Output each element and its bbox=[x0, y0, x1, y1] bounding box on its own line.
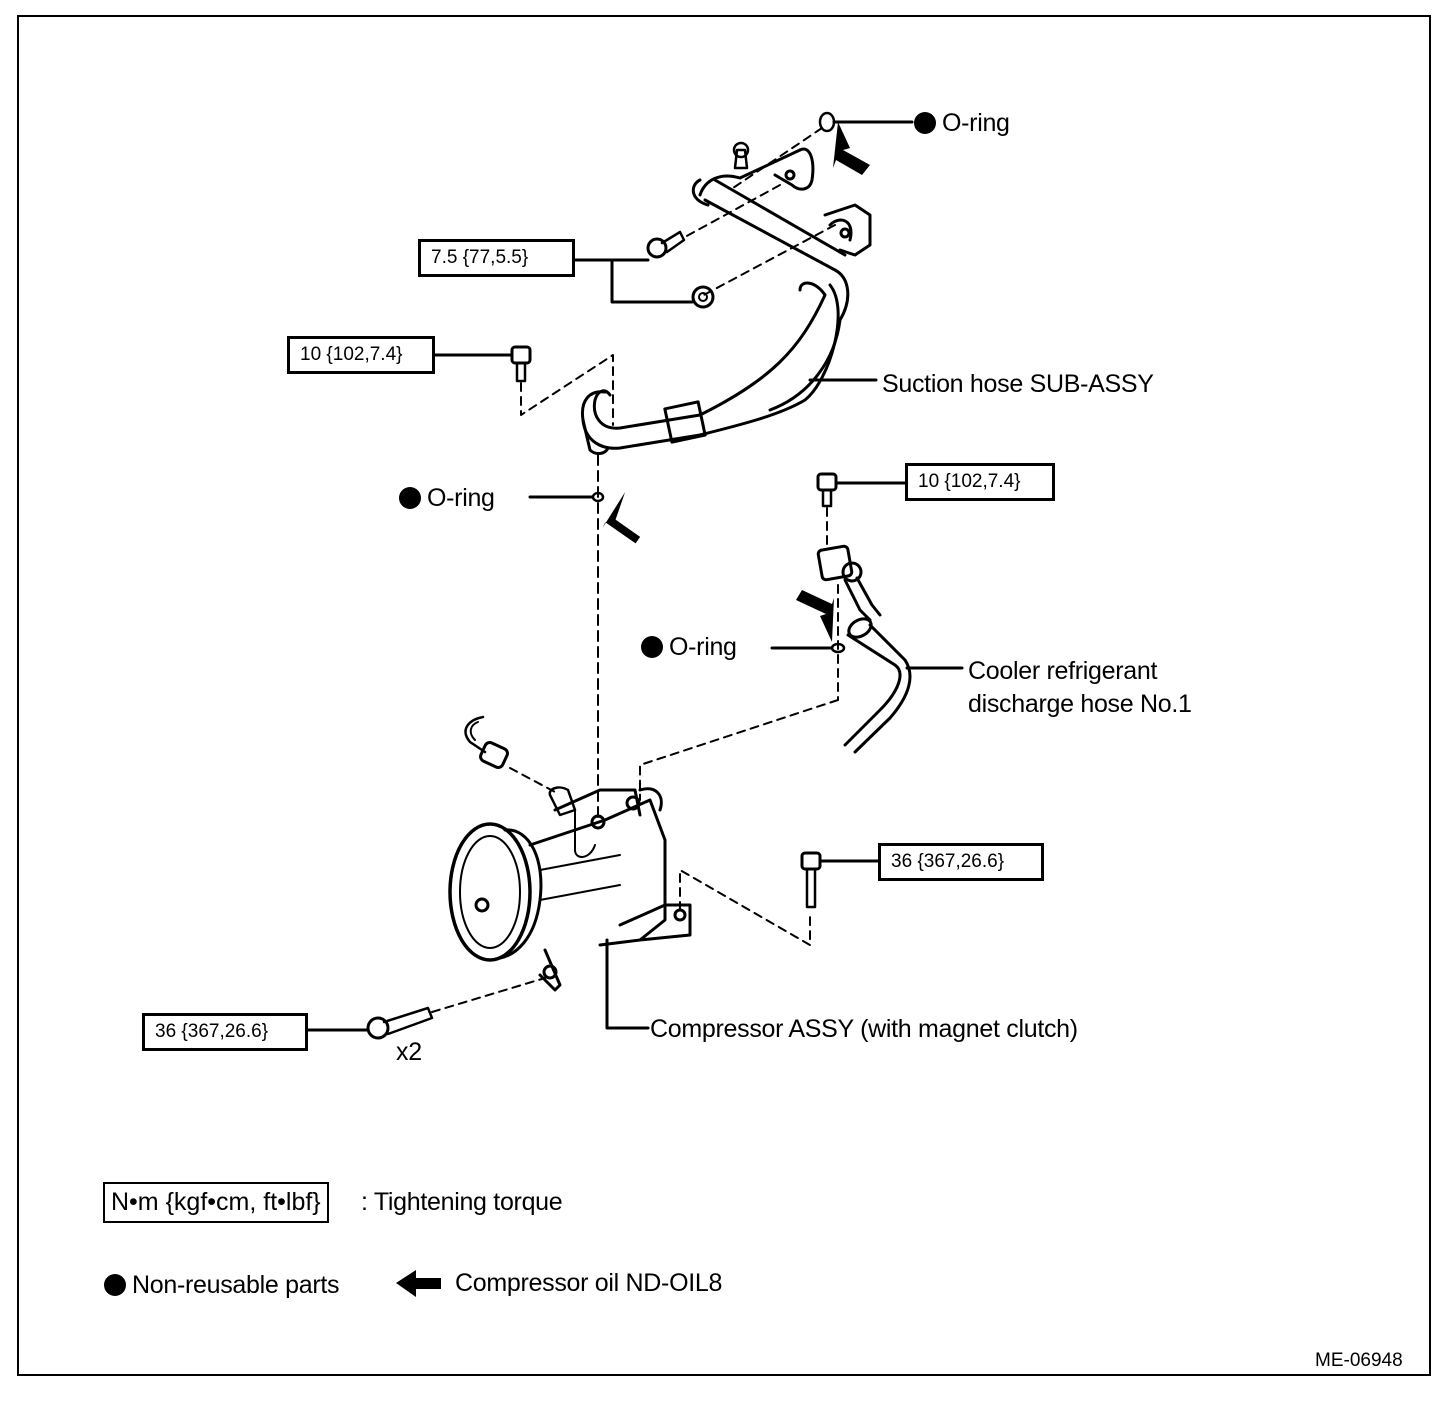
torque-box-suction-lower: 10 {102,7.4} bbox=[287, 336, 435, 374]
bolt-7-5 bbox=[646, 230, 686, 259]
o-ring-text: O-ring bbox=[427, 484, 495, 512]
diagram-code: ME-06948 bbox=[1315, 1350, 1403, 1371]
bolt-10-lower bbox=[816, 472, 838, 508]
o-ring-text: O-ring bbox=[669, 633, 737, 661]
torque-value: 10 {102,7.4} bbox=[918, 471, 1021, 492]
sensor-connector bbox=[464, 715, 509, 769]
torque-box-compressor-front: 36 {367,26.6} bbox=[142, 1013, 308, 1051]
discharge-hose bbox=[816, 544, 912, 754]
non-reusable-dot-icon bbox=[641, 636, 663, 658]
non-reusable-text: Non-reusable parts bbox=[132, 1271, 340, 1299]
oil-arrow-icon-discharge bbox=[796, 590, 834, 642]
torque-box-suction-upper: 7.5 {77,5.5} bbox=[418, 239, 575, 277]
non-reusable-dot-icon bbox=[914, 112, 936, 134]
oil-arrow-icon-legend bbox=[396, 1270, 441, 1297]
torque-unit-text: N•m {kgf•cm, ft•lbf} bbox=[111, 1188, 321, 1216]
oil-arrow-icon-top bbox=[833, 122, 870, 175]
legend-torque-desc: : Tightening torque bbox=[361, 1188, 563, 1216]
torque-box-discharge: 10 {102,7.4} bbox=[905, 463, 1055, 501]
non-reusable-dot-icon bbox=[399, 487, 421, 509]
legend-torque-unit-box: N•m {kgf•cm, ft•lbf} bbox=[103, 1182, 329, 1223]
bolt-36-rear bbox=[800, 851, 822, 909]
torque-value: 10 {102,7.4} bbox=[300, 344, 403, 365]
suction-hose bbox=[580, 141, 872, 455]
oil-arrows bbox=[396, 122, 870, 1297]
suction-hose-label: Suction hose SUB-ASSY bbox=[882, 370, 1154, 398]
compressor-label: Compressor ASSY (with magnet clutch) bbox=[650, 1015, 1078, 1043]
compressor bbox=[448, 786, 692, 992]
o-ring-label-top: O-ring bbox=[914, 111, 1010, 136]
o-ring-label-middle: O-ring bbox=[399, 486, 495, 511]
nut-7-5 bbox=[691, 285, 715, 309]
diagram-frame bbox=[17, 15, 1431, 1376]
legend-non-reusable: Non-reusable parts bbox=[104, 1271, 340, 1299]
torque-value: 36 {367,26.6} bbox=[891, 851, 1005, 872]
non-reusable-dot-icon bbox=[104, 1274, 126, 1296]
torque-value: 7.5 {77,5.5} bbox=[431, 247, 529, 268]
discharge-hose-label-line2: discharge hose No.1 bbox=[968, 690, 1192, 718]
o-ring-text: O-ring bbox=[942, 109, 1010, 137]
bolt-36-front bbox=[366, 1006, 434, 1040]
quantity-note: x2 bbox=[396, 1038, 422, 1066]
torque-value: 36 {367,26.6} bbox=[155, 1021, 269, 1042]
oil-arrow-icon-middle bbox=[602, 492, 641, 544]
torque-box-compressor-rear: 36 {367,26.6} bbox=[878, 843, 1044, 881]
bolt-10-upper bbox=[510, 345, 532, 383]
discharge-hose-label-line1: Cooler refrigerant bbox=[968, 657, 1158, 685]
legend-oil: Compressor oil ND-OIL8 bbox=[455, 1269, 723, 1297]
o-ring-label-discharge: O-ring bbox=[641, 635, 737, 660]
